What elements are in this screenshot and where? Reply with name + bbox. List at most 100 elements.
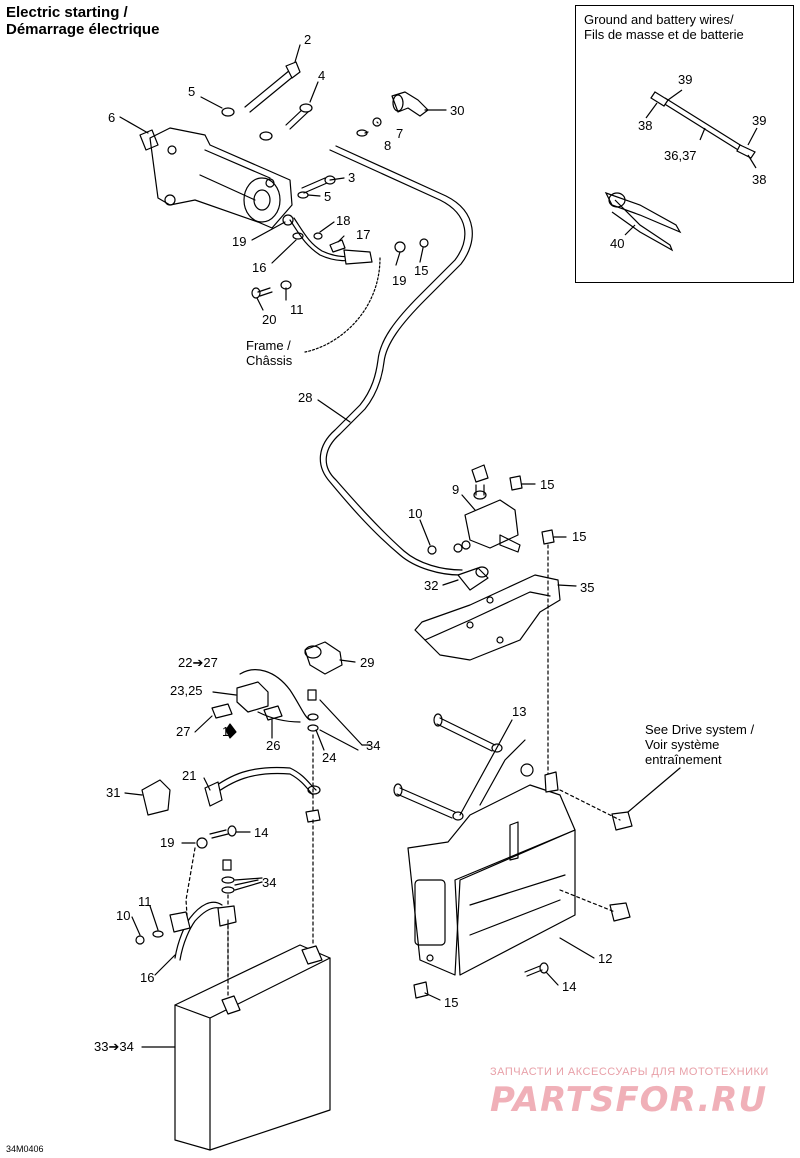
star-washer-19 xyxy=(394,241,406,253)
callout-30: 30 xyxy=(450,103,464,118)
frame-note-french: Châssis xyxy=(246,353,293,368)
starter-motor xyxy=(139,127,293,229)
callout-20: 20 xyxy=(262,312,276,327)
washer-18 xyxy=(313,232,323,240)
callout-33-34: 33➔34 xyxy=(94,1039,134,1054)
fuse-27 xyxy=(211,703,233,719)
battery-tray-12 xyxy=(407,784,576,976)
title-line-english: Electric starting / xyxy=(6,4,128,21)
drive-note-english: See Drive system / xyxy=(645,722,755,737)
ground-battery-wires-inset: Ground and battery wires/ Fils de masse … xyxy=(575,5,794,283)
crimping-tool-40 xyxy=(604,191,682,252)
watermark-tagline: ЗАПЧАСТИ И АКСЕССУАРЫ ДЛЯ МОТОТЕХНИКИ xyxy=(490,1066,769,1078)
callout-19b: 19 xyxy=(392,273,406,288)
callout-5: 5 xyxy=(188,84,195,99)
drive-nut-a xyxy=(611,811,633,831)
callout-6: 6 xyxy=(108,110,115,125)
washer-8 xyxy=(356,129,368,137)
callout-34b: 34 xyxy=(262,875,276,890)
callout-11b: 11 xyxy=(138,894,152,909)
callout-1: 1 xyxy=(222,724,229,739)
callout-35: 35 xyxy=(580,580,594,595)
drive-nut-b xyxy=(609,902,631,922)
callout-23-25: 23,25 xyxy=(170,683,203,698)
callout-4: 4 xyxy=(318,68,325,83)
nut-10a xyxy=(427,545,437,555)
callout-27: 27 xyxy=(176,724,190,739)
callout-18: 18 xyxy=(336,213,350,228)
callout-10b: 10 xyxy=(116,908,130,923)
cap-32 xyxy=(457,566,489,591)
callout-11: 11 xyxy=(290,302,304,317)
callout-24: 24 xyxy=(322,750,336,765)
battery-cable-36-37 xyxy=(662,97,746,154)
frame-note-english: Frame / xyxy=(246,338,291,353)
nut-15b xyxy=(509,475,523,491)
callout-15c: 15 xyxy=(572,529,586,544)
nut-10b xyxy=(135,935,145,945)
inset-callout-40: 40 xyxy=(610,236,624,251)
title-line-french: Démarrage électrique xyxy=(6,21,160,38)
solenoid-9 xyxy=(453,484,521,553)
callout-3: 3 xyxy=(348,170,355,185)
callout-15: 15 xyxy=(414,263,428,278)
callout-34: 34 xyxy=(366,738,380,753)
fuse-26 xyxy=(263,705,283,721)
callout-5b: 5 xyxy=(324,189,331,204)
battery-33 xyxy=(174,944,331,1151)
callout-10: 10 xyxy=(408,506,422,521)
callout-16b: 16 xyxy=(140,970,154,985)
nut-15a xyxy=(419,238,429,248)
callout-32: 32 xyxy=(424,578,438,593)
nut-top xyxy=(471,464,489,483)
inset-parts xyxy=(604,89,758,252)
washer-5 xyxy=(221,107,235,117)
inset-callout-39a: 39 xyxy=(678,72,692,87)
frame-note: Frame / Châssis xyxy=(246,338,292,368)
bolt-14a xyxy=(209,829,229,839)
bolt-4 xyxy=(285,103,313,130)
washer-5b xyxy=(259,131,273,141)
cable-28 xyxy=(319,145,473,576)
callout-14b: 14 xyxy=(562,979,576,994)
fuse-holder-23-25 xyxy=(236,669,311,723)
callout-14: 14 xyxy=(254,825,268,840)
inset-callout-36-37: 36,37 xyxy=(664,148,697,163)
inset-title-french: Fils de masse et de batterie xyxy=(584,27,744,42)
callout-7: 7 xyxy=(396,126,403,141)
callout-22-27: 22➔27 xyxy=(178,655,218,670)
callout-21: 21 xyxy=(182,768,196,783)
nut-7 xyxy=(372,117,382,127)
inset-callout-38b: 38 xyxy=(752,172,766,187)
washer-19c xyxy=(196,837,208,849)
bolts-13 xyxy=(393,713,526,821)
cable-16-lower xyxy=(169,901,237,961)
lock-washer-19 xyxy=(282,214,294,226)
washer-11b xyxy=(152,930,164,938)
washer-5c xyxy=(297,191,309,199)
drive-system-note: See Drive system / Voir système entraîne… xyxy=(645,722,754,767)
inset-title-english: Ground and battery wires/ xyxy=(584,12,734,27)
boot-29 xyxy=(304,641,343,675)
drive-note-french-2: entraînement xyxy=(645,752,722,767)
callout-17: 17 xyxy=(356,227,370,242)
callout-19c: 19 xyxy=(160,835,174,850)
callout-2: 2 xyxy=(304,32,311,47)
inset-callout-39b: 39 xyxy=(752,113,766,128)
callout-29: 29 xyxy=(360,655,374,670)
callout-8: 8 xyxy=(384,138,391,153)
callout-15b: 15 xyxy=(540,477,554,492)
callout-26: 26 xyxy=(266,738,280,753)
callout-19: 19 xyxy=(232,234,246,249)
cover-31 xyxy=(141,779,171,816)
bolt-14b xyxy=(524,965,543,977)
cable-21 xyxy=(204,766,321,807)
fuse-1 xyxy=(225,723,237,739)
callout-12: 12 xyxy=(598,951,612,966)
bolt-34 xyxy=(307,689,317,701)
watermark-logo: PARTSFOR.RU xyxy=(490,1080,768,1120)
callout-13: 13 xyxy=(512,704,526,719)
callout-28: 28 xyxy=(298,390,312,405)
callout-31: 31 xyxy=(106,785,120,800)
